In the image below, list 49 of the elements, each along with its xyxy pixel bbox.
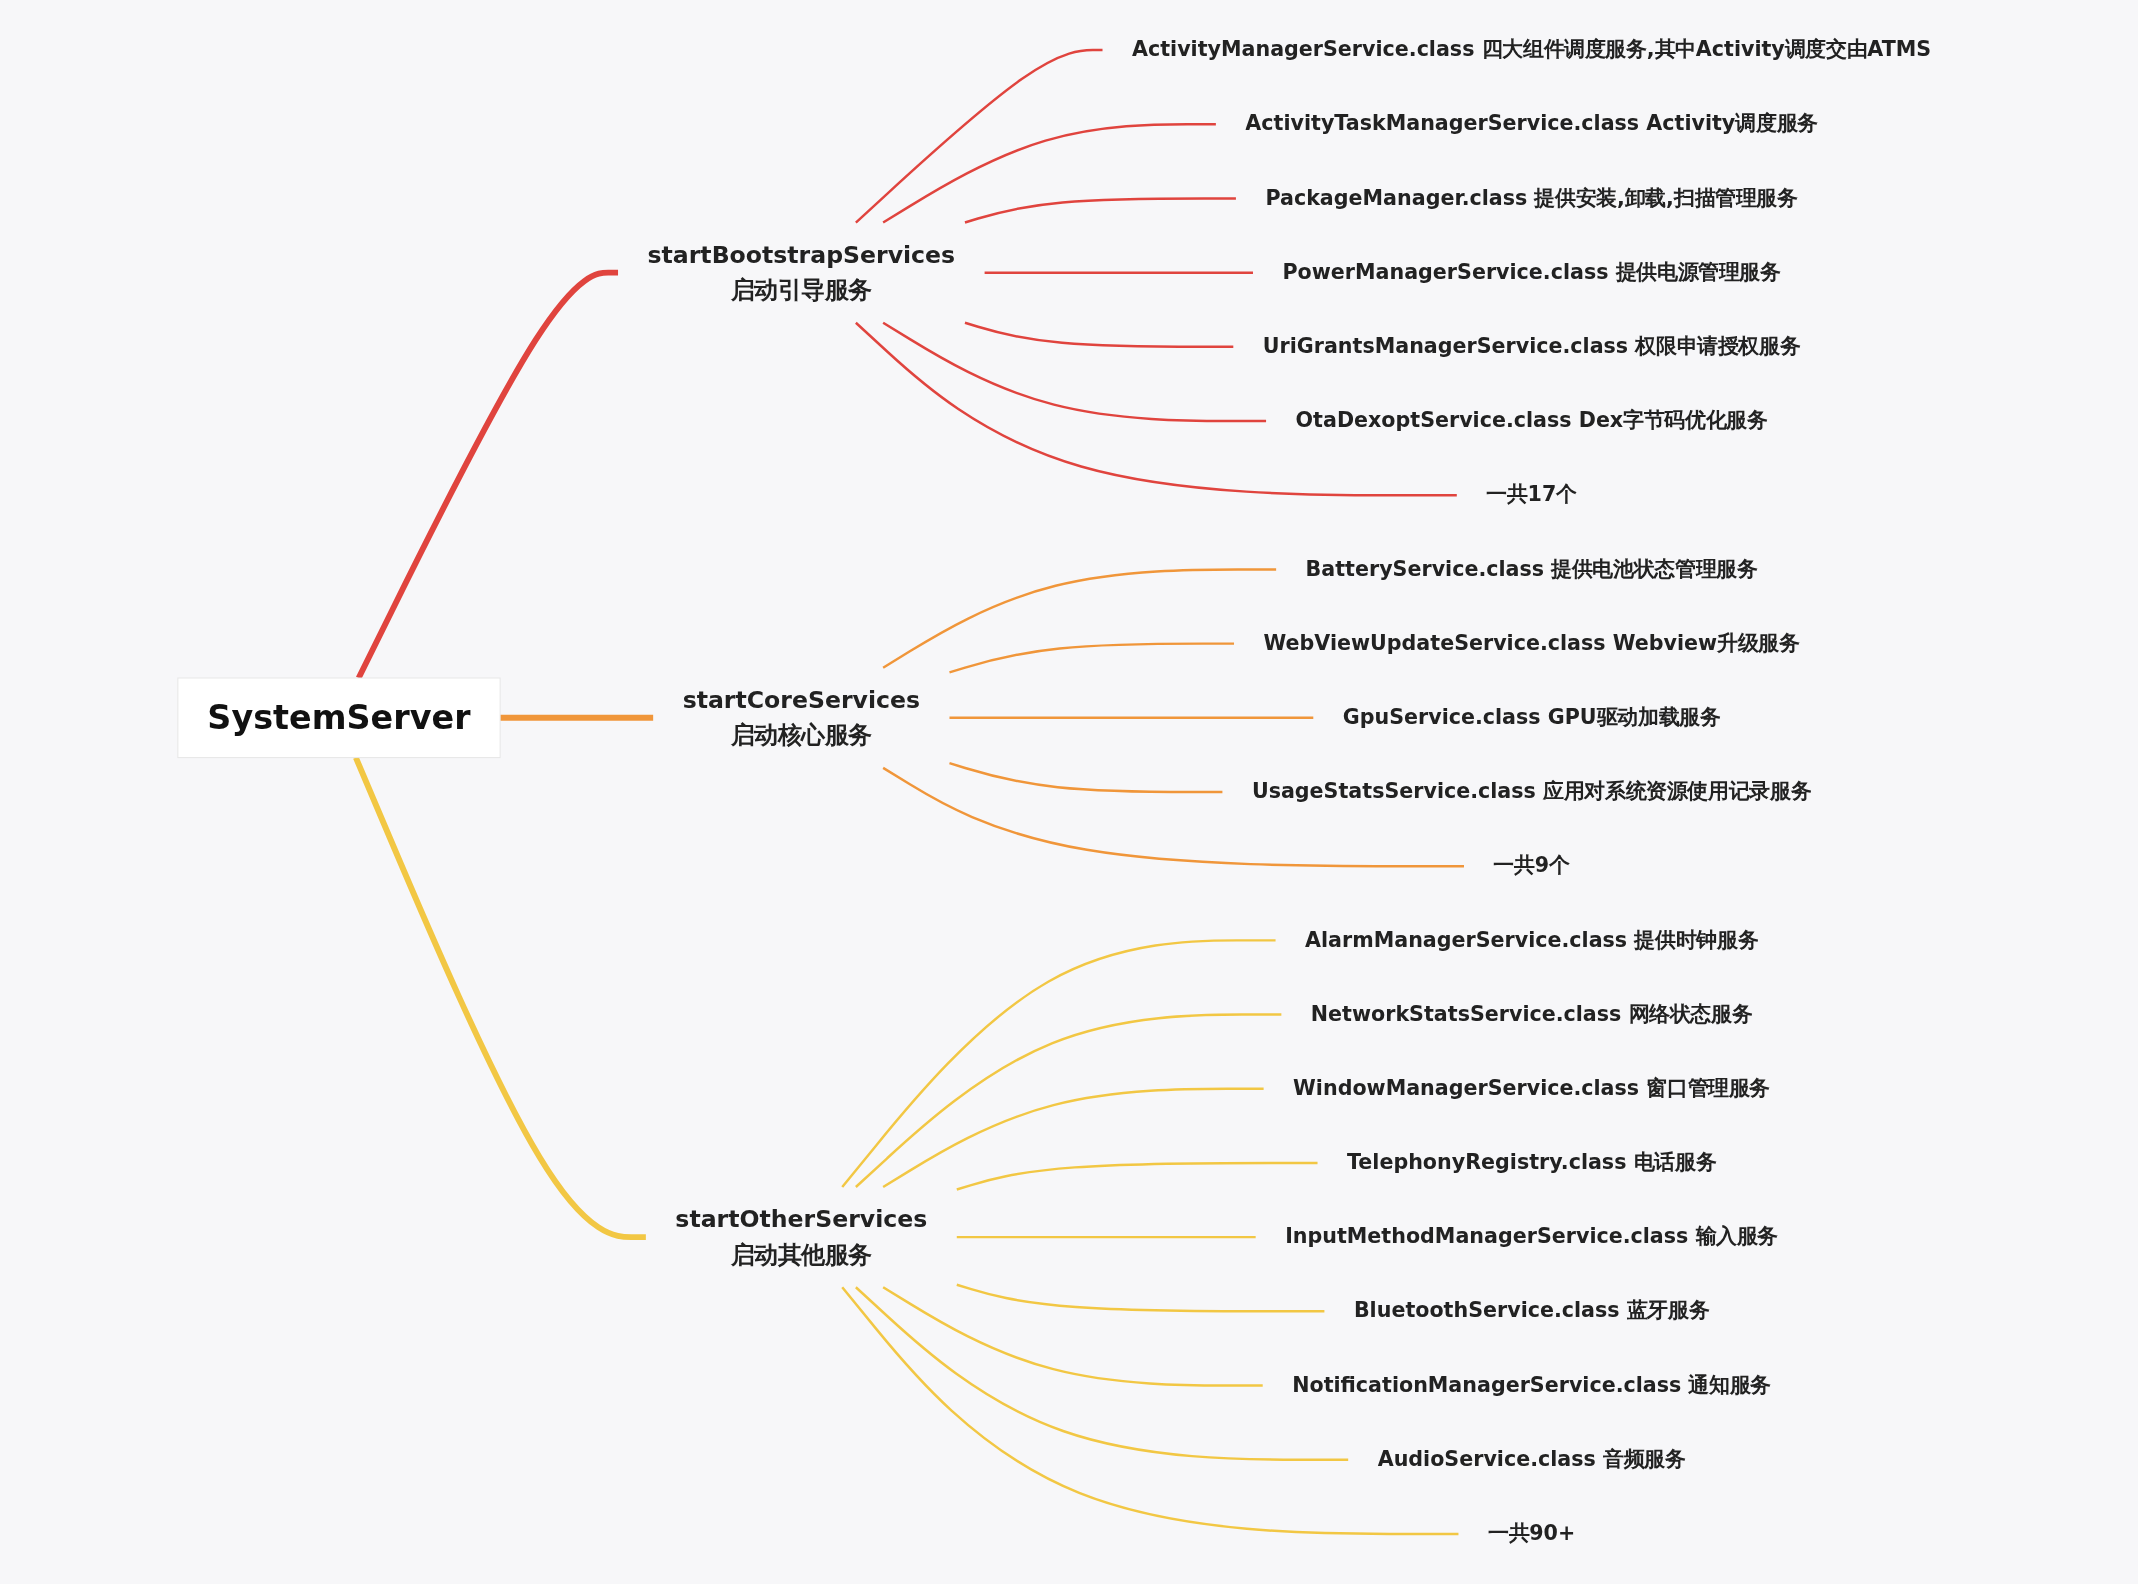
connector xyxy=(355,269,618,680)
node-text: UriGrantsManagerService.class 权限申请授权服务 xyxy=(1262,334,1801,358)
connector xyxy=(882,123,1216,224)
connector xyxy=(854,48,1103,224)
connector xyxy=(854,321,1457,497)
node-text: NetworkStatsService.class 网络状态服务 xyxy=(1310,1002,1753,1026)
connector xyxy=(948,642,1234,674)
node-text: WindowManagerService.class 窗口管理服务 xyxy=(1292,1076,1770,1100)
connector xyxy=(949,716,1313,720)
node-text: startOtherServices 启动其他服务 xyxy=(675,1205,928,1269)
connector xyxy=(882,321,1266,423)
node-text: AlarmManagerService.class 提供时钟服务 xyxy=(1304,927,1758,952)
connector xyxy=(882,1087,1264,1189)
node-text: OtaDexoptService.class Dex字节码优化服务 xyxy=(1295,408,1768,433)
connector xyxy=(352,756,646,1241)
node-box: SystemServer xyxy=(177,677,501,759)
connector xyxy=(984,271,1253,274)
node-text: startBootstrapServices 启动引导服务 xyxy=(647,241,955,305)
connector xyxy=(854,1013,1282,1188)
node-text: 一共90+ xyxy=(1487,1521,1575,1545)
connector xyxy=(956,1283,1325,1313)
node-text: PackageManager.class 提供安装,卸载,扫描管理服务 xyxy=(1265,185,1798,210)
node-text: PowerManagerService.class 提供电源管理服务 xyxy=(1282,260,1781,284)
node-text: startCoreServices 启动核心服务 xyxy=(682,686,920,750)
connector xyxy=(882,568,1276,669)
node-text: ActivityManagerService.class 四大组件调度服务,其中Activity调度交由ATMS xyxy=(1131,37,1931,62)
connector xyxy=(956,1161,1318,1191)
connector xyxy=(964,197,1236,224)
node-text: BatteryService.class 提供电池状态管理服务 xyxy=(1305,556,1758,581)
node-text: GpuService.class GPU驱动加载服务 xyxy=(1342,705,1721,729)
connector xyxy=(956,1235,1256,1239)
node-text: TelephonyRegistry.class 电话服务 xyxy=(1346,1150,1716,1174)
node-text: UsageStatsService.class 应用对系统资源使用记录服务 xyxy=(1251,779,1812,804)
node-text: WebViewUpdateService.class Webview升级服务 xyxy=(1263,631,1800,655)
connector xyxy=(882,1286,1263,1387)
node-text: ActivityTaskManagerService.class Activity调度服务 xyxy=(1245,111,1818,136)
node-text: 一共9个 xyxy=(1493,853,1570,878)
connector xyxy=(854,1286,1348,1461)
connector xyxy=(841,1286,1459,1536)
node-text: 一共17个 xyxy=(1486,482,1577,507)
node-text: InputMethodManagerService.class 输入服务 xyxy=(1284,1224,1778,1249)
connector xyxy=(841,939,1276,1188)
node-text: AudioService.class 音频服务 xyxy=(1377,1447,1686,1471)
node-text: BluetoothService.class 蓝牙服务 xyxy=(1353,1298,1710,1323)
connector xyxy=(948,762,1223,794)
connector xyxy=(882,766,1464,868)
connector xyxy=(499,714,653,721)
node-text: NotificationManagerService.class 通知服务 xyxy=(1291,1372,1771,1397)
connector xyxy=(964,321,1234,349)
